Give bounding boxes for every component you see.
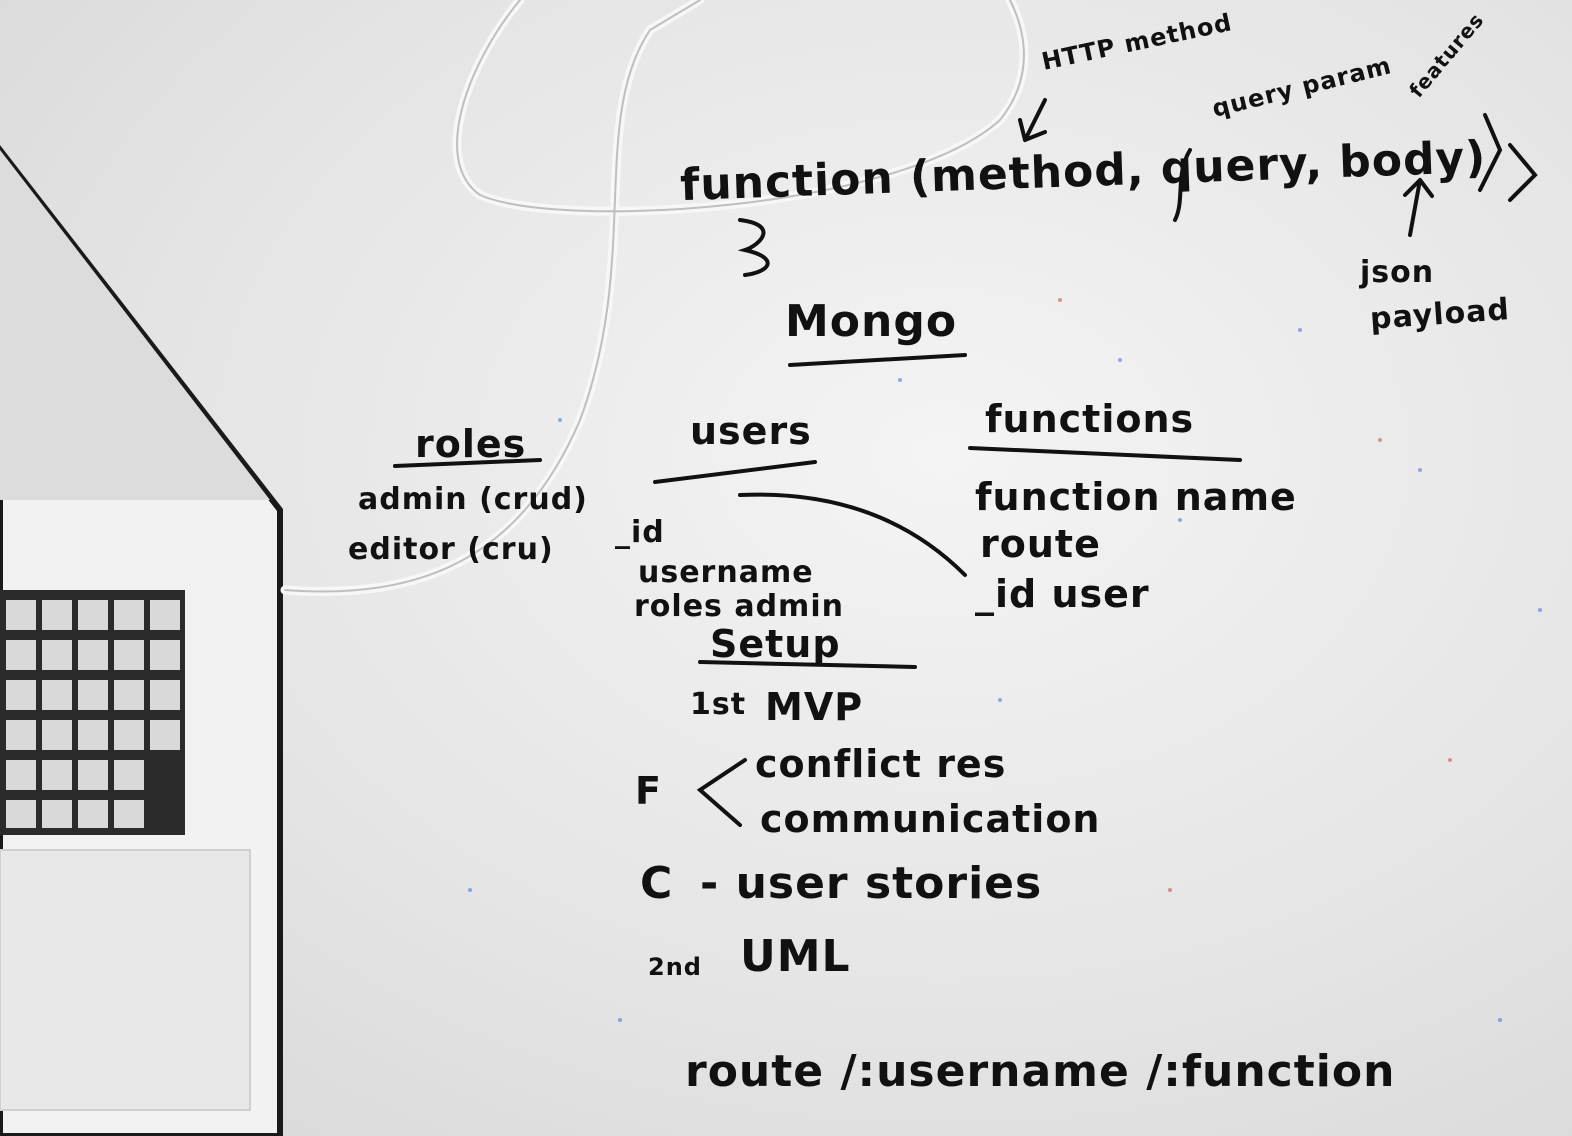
functions-field-name: function name <box>975 475 1297 519</box>
route-line: route /:username /:function <box>685 1046 1396 1097</box>
roles-heading: roles <box>415 422 527 466</box>
setup-step-1-text: MVP <box>765 685 864 729</box>
setup-step-f-marker: F <box>635 769 662 813</box>
users-field-username: username <box>638 555 814 590</box>
json-note-line1: json <box>1360 255 1435 290</box>
roles-item-editor: editor (cru) <box>348 532 554 567</box>
setup-step-2-marker: 2nd <box>648 953 702 981</box>
functions-field-route: route <box>980 522 1101 566</box>
setup-step-c-marker: C <box>640 858 674 909</box>
setup-step-1-marker: 1st <box>690 687 747 722</box>
mongo-heading: Mongo <box>785 296 958 347</box>
users-heading: users <box>690 409 812 453</box>
roles-item-admin: admin (crud) <box>358 482 588 517</box>
laptop-image <box>0 145 283 1136</box>
users-field-id: _id <box>615 515 665 550</box>
setup-step-f-text: conflict res <box>755 742 1007 786</box>
functions-field-id-user: _id user <box>975 572 1150 616</box>
setup-step-2-text: UML <box>740 931 851 982</box>
setup-heading: Setup <box>710 622 841 666</box>
setup-step-c-text: - user stories <box>700 858 1043 909</box>
users-field-roles: roles admin <box>634 589 844 624</box>
marker-strokes <box>393 98 1538 827</box>
functions-heading: functions <box>985 397 1195 441</box>
setup-step-communication: communication <box>760 797 1101 841</box>
